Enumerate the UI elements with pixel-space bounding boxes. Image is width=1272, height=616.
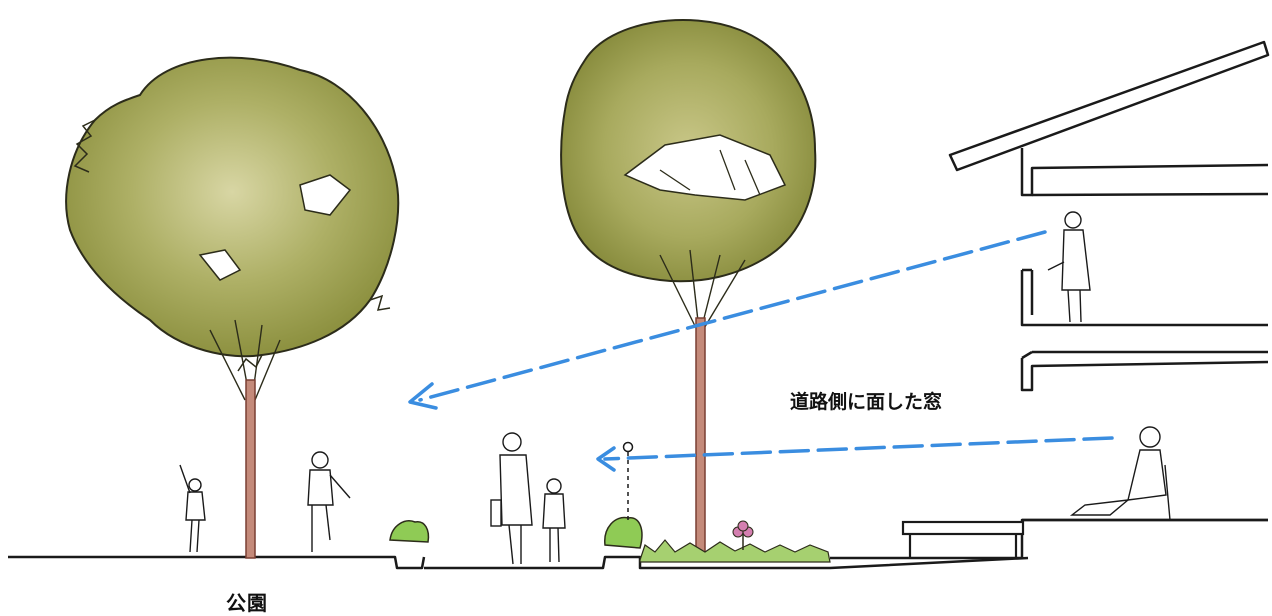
shrub-left — [389, 520, 430, 543]
tree-canopy-left — [65, 56, 400, 358]
dashed-arrow-icon — [596, 446, 616, 472]
tree-trunk-left — [245, 379, 256, 559]
shrub-right — [604, 516, 643, 549]
house-section — [948, 40, 1270, 522]
window-facing-road-label: 道路側に面した窓 — [790, 391, 943, 413]
sightline-upper — [408, 230, 1047, 410]
child-waving — [179, 464, 206, 553]
tree-trunk-right — [695, 317, 706, 559]
person-seated — [1069, 426, 1171, 521]
bench — [901, 520, 1025, 558]
park-tree — [65, 56, 400, 559]
child-running — [307, 451, 351, 552]
sightline-lower — [596, 436, 1114, 472]
park-label: 公園 — [226, 591, 268, 615]
street-lamp — [622, 441, 634, 520]
dashed-arrow-icon — [408, 382, 438, 410]
adult-with-child — [490, 432, 566, 565]
person-at-window — [1047, 211, 1091, 323]
street-tree — [560, 19, 817, 559]
flower — [732, 520, 754, 550]
grass-strip — [639, 539, 831, 563]
